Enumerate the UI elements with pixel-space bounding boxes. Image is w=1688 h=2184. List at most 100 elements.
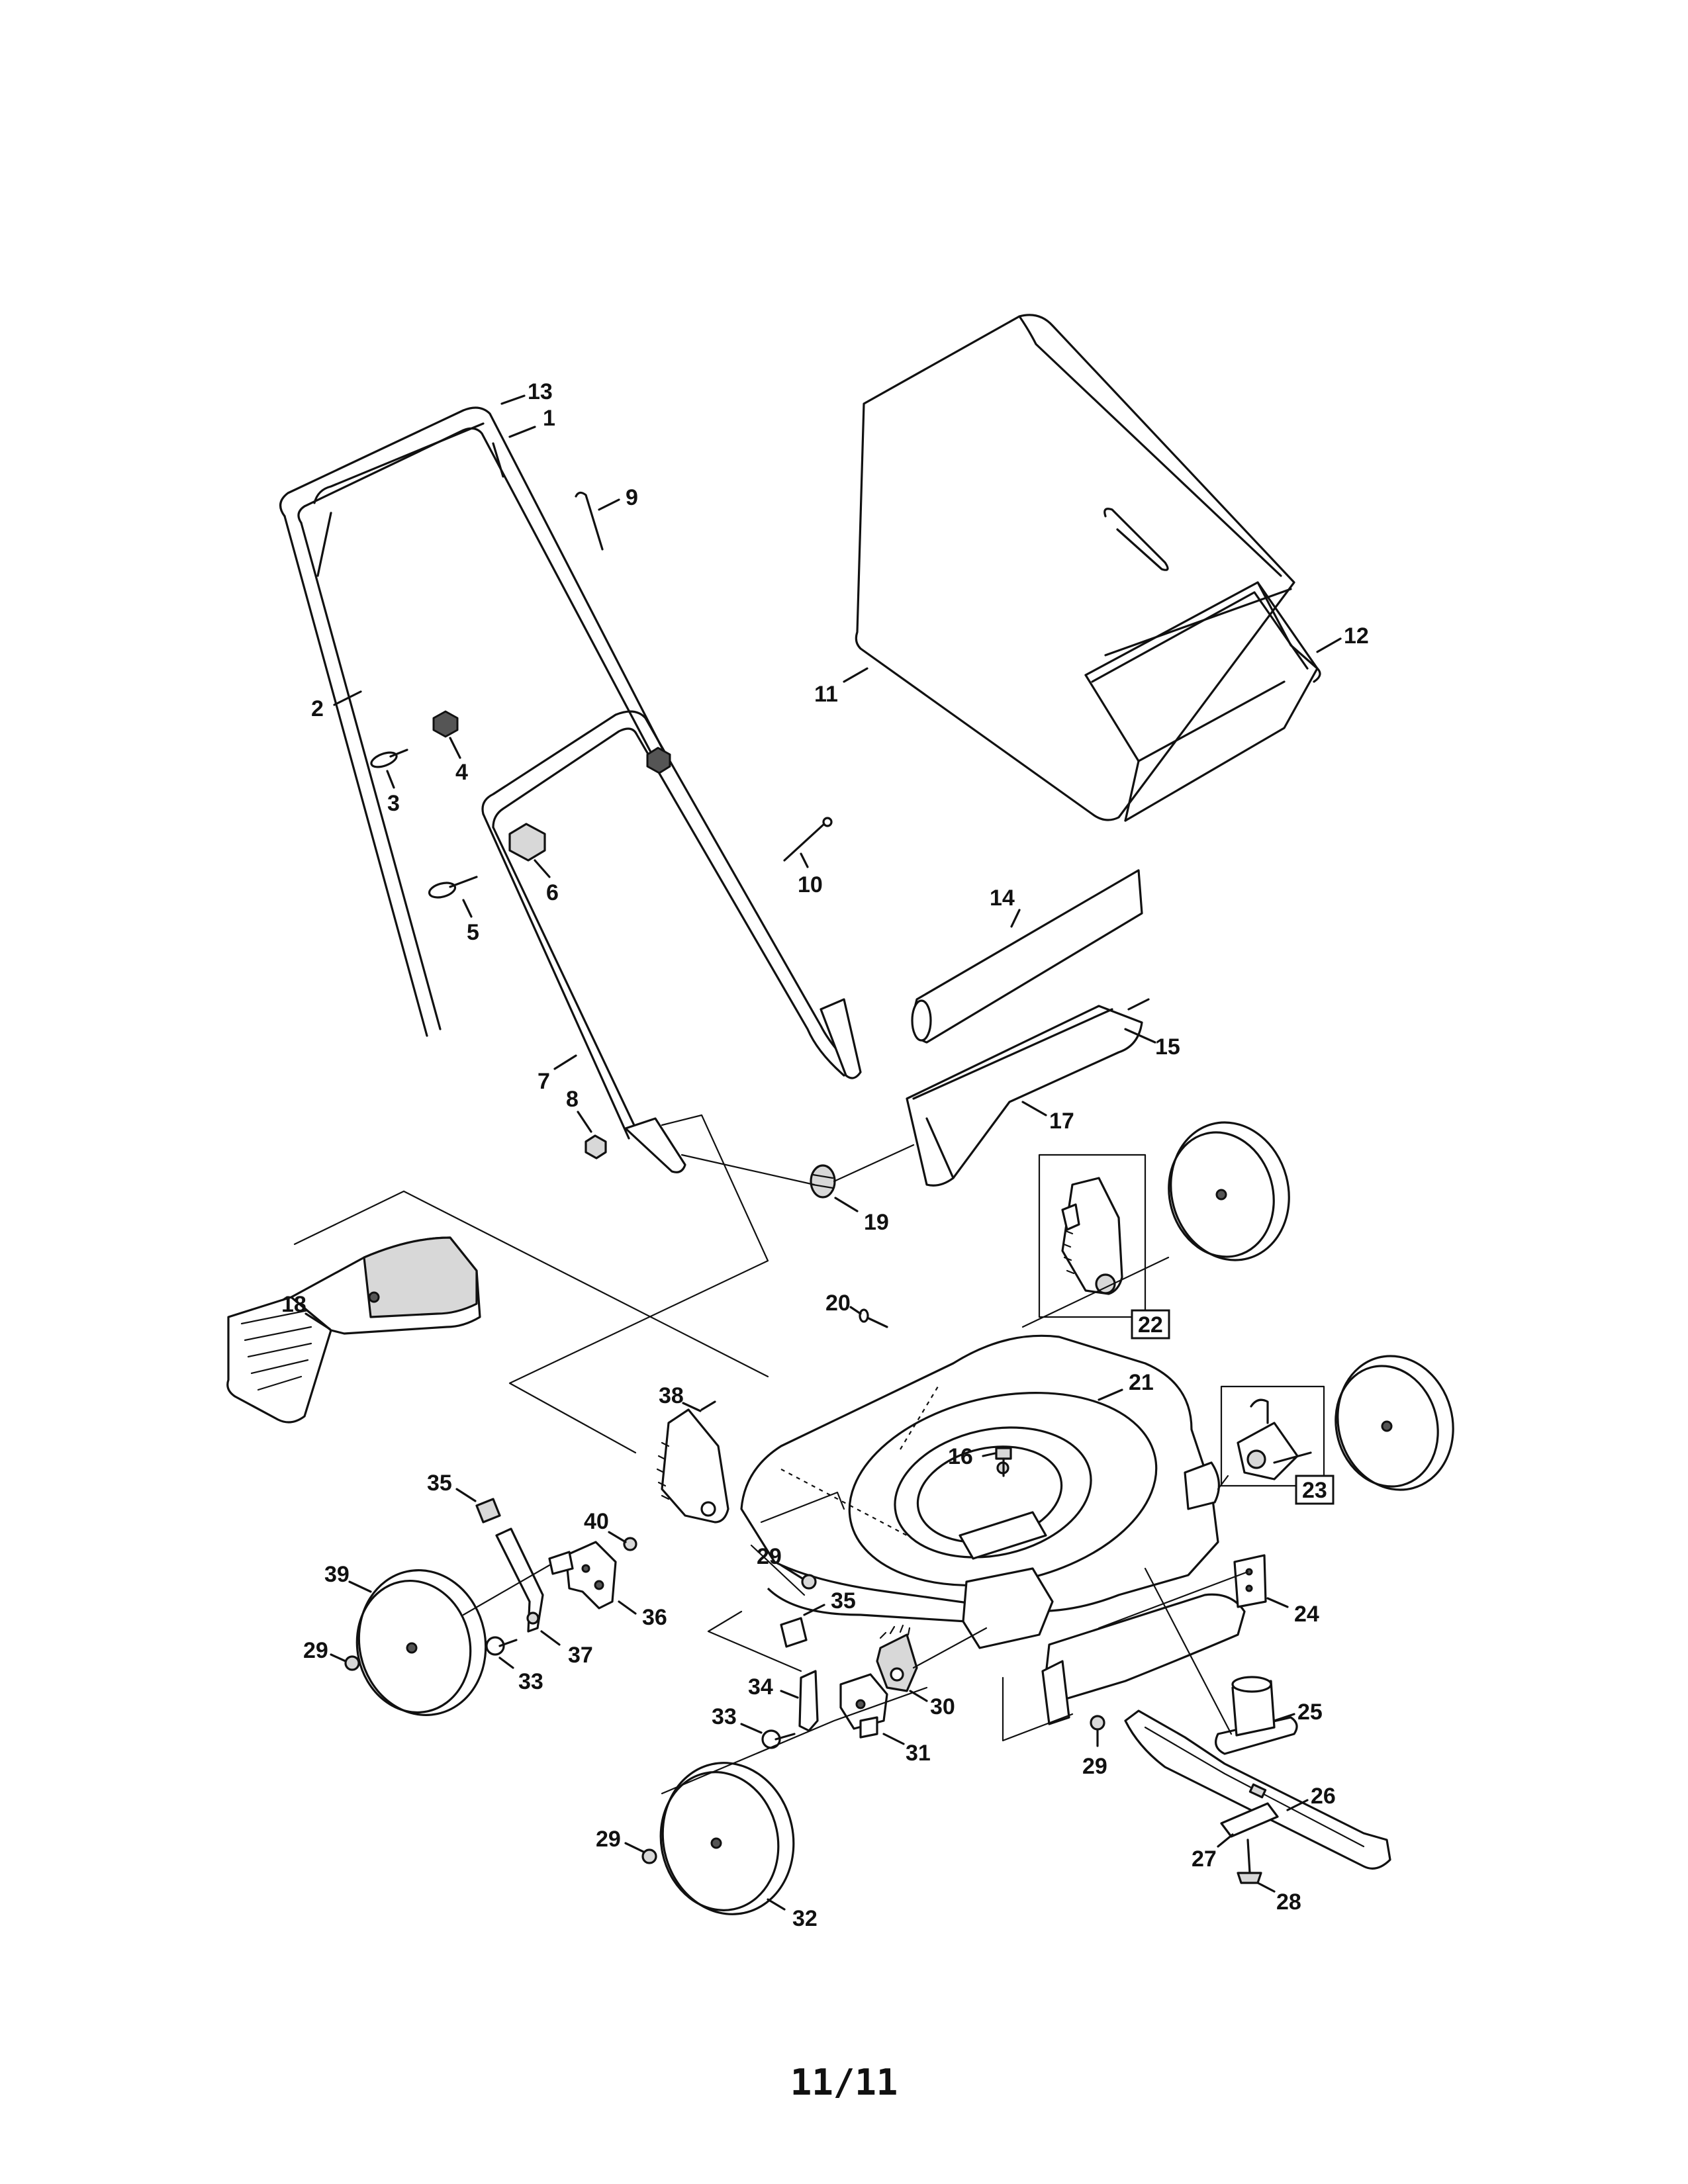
svg-text:14: 14 xyxy=(990,886,1015,911)
adjuster-lever-37 xyxy=(495,1527,544,1633)
hinge-rod-end-15 xyxy=(1127,998,1150,1011)
callout-1: 1 xyxy=(508,406,555,438)
screw-20 xyxy=(859,1308,888,1328)
svg-text:7: 7 xyxy=(538,1069,550,1094)
svg-text:27: 27 xyxy=(1192,1846,1217,1872)
wheel-39 xyxy=(355,1569,487,1716)
callout-19: 19 xyxy=(834,1197,889,1235)
callout-31: 31 xyxy=(882,1733,931,1766)
deck-skirt-front xyxy=(962,1567,1246,1725)
callout-40: 40 xyxy=(584,1509,627,1543)
callout-12: 12 xyxy=(1316,623,1369,653)
svg-text:1: 1 xyxy=(543,406,555,431)
handle-bracket-1 xyxy=(492,442,504,478)
svg-text:15: 15 xyxy=(1155,1034,1180,1060)
mower-deck xyxy=(740,1334,1221,1656)
callout-15: 15 xyxy=(1124,1028,1180,1060)
callout-29-front: 29 xyxy=(596,1827,645,1853)
callout-5: 5 xyxy=(462,899,479,945)
callout-14: 14 xyxy=(990,886,1021,928)
svg-text:37: 37 xyxy=(568,1643,593,1668)
svg-text:33: 33 xyxy=(712,1704,737,1729)
svg-text:16: 16 xyxy=(948,1444,973,1469)
svg-text:8: 8 xyxy=(566,1087,579,1112)
svg-text:29: 29 xyxy=(596,1827,621,1852)
torsion-spring xyxy=(810,1164,836,1199)
height-adjuster-30 xyxy=(876,1624,918,1692)
svg-text:39: 39 xyxy=(324,1562,350,1587)
callout-30: 30 xyxy=(909,1690,955,1719)
callout-29-deck: 29 xyxy=(757,1544,804,1580)
callout-34: 34 xyxy=(748,1674,799,1700)
discharge-chute xyxy=(226,1236,481,1424)
nut-29-front xyxy=(641,1848,657,1864)
callout-39: 39 xyxy=(324,1562,372,1593)
blade-adapter-25 xyxy=(1215,1676,1298,1755)
wheel-cap-35-front xyxy=(780,1617,808,1648)
svg-text:18: 18 xyxy=(281,1292,306,1317)
callout-32: 32 xyxy=(767,1898,818,1931)
callout-33-rear: 33 xyxy=(498,1657,543,1694)
blade-bolt-28 xyxy=(1237,1839,1262,1884)
callout-35-rear: 35 xyxy=(427,1471,477,1502)
grass-bag-frame xyxy=(1084,581,1321,822)
svg-text:33: 33 xyxy=(518,1669,543,1694)
handle-knob-upper-right xyxy=(646,747,671,774)
svg-text:29: 29 xyxy=(1082,1754,1107,1779)
callout-18: 18 xyxy=(281,1292,331,1330)
callout-37: 37 xyxy=(540,1630,593,1668)
callout-6: 6 xyxy=(534,859,559,905)
svg-text:22: 22 xyxy=(1138,1312,1163,1338)
callout-4: 4 xyxy=(449,737,468,785)
callout-26: 26 xyxy=(1286,1784,1336,1811)
blade-stiffener-27 xyxy=(1220,1802,1279,1838)
svg-text:2: 2 xyxy=(311,696,324,721)
grass-bag xyxy=(855,314,1295,821)
height-adjuster-23-box xyxy=(1220,1385,1325,1487)
carriage-bolt-5 xyxy=(428,876,478,899)
svg-text:11: 11 xyxy=(814,682,838,707)
svg-text:40: 40 xyxy=(584,1509,609,1534)
callout-29-front-right: 29 xyxy=(1082,1729,1107,1779)
axle-bracket-36 xyxy=(548,1541,617,1610)
svg-text:29: 29 xyxy=(757,1544,782,1569)
callout-33-front: 33 xyxy=(712,1704,763,1734)
svg-text:29: 29 xyxy=(303,1638,328,1663)
callout-36: 36 xyxy=(618,1600,667,1630)
svg-text:13: 13 xyxy=(528,379,553,404)
callout-16: 16 xyxy=(948,1444,996,1469)
callout-35-front: 35 xyxy=(803,1588,856,1616)
callout-38: 38 xyxy=(659,1383,702,1412)
callout-17: 17 xyxy=(1021,1101,1074,1134)
callout-13: 13 xyxy=(500,379,553,405)
svg-text:34: 34 xyxy=(748,1674,773,1700)
hinge-rod xyxy=(911,869,1143,1044)
mower-blade-26 xyxy=(1124,1709,1391,1870)
svg-text:9: 9 xyxy=(626,485,638,510)
height-adjuster-22-box xyxy=(1038,1154,1147,1318)
nut-8 xyxy=(585,1134,607,1160)
handle-knob-6 xyxy=(508,823,546,862)
callout-22: 22 xyxy=(1131,1309,1170,1340)
callout-3: 3 xyxy=(386,770,400,816)
callout-23: 23 xyxy=(1295,1475,1335,1505)
callout-29-rear: 29 xyxy=(303,1638,347,1663)
svg-text:32: 32 xyxy=(792,1906,818,1931)
svg-text:23: 23 xyxy=(1302,1478,1327,1503)
deck-bracket-24 xyxy=(1233,1554,1267,1608)
svg-text:21: 21 xyxy=(1129,1370,1154,1395)
callout-7: 7 xyxy=(538,1054,577,1094)
svg-text:12: 12 xyxy=(1344,623,1369,649)
wheel-right-front xyxy=(1335,1355,1454,1491)
callout-20: 20 xyxy=(825,1291,862,1316)
bolt-40 xyxy=(623,1537,637,1551)
callout-28: 28 xyxy=(1256,1882,1301,1915)
bolt-10 xyxy=(783,817,833,862)
svg-text:20: 20 xyxy=(825,1291,851,1316)
svg-text:4: 4 xyxy=(455,760,468,785)
svg-text:36: 36 xyxy=(642,1605,667,1630)
wheel-right-rear xyxy=(1168,1121,1290,1261)
assembly-lines xyxy=(293,1114,1249,1795)
svg-text:3: 3 xyxy=(387,791,400,816)
svg-text:19: 19 xyxy=(864,1210,889,1235)
